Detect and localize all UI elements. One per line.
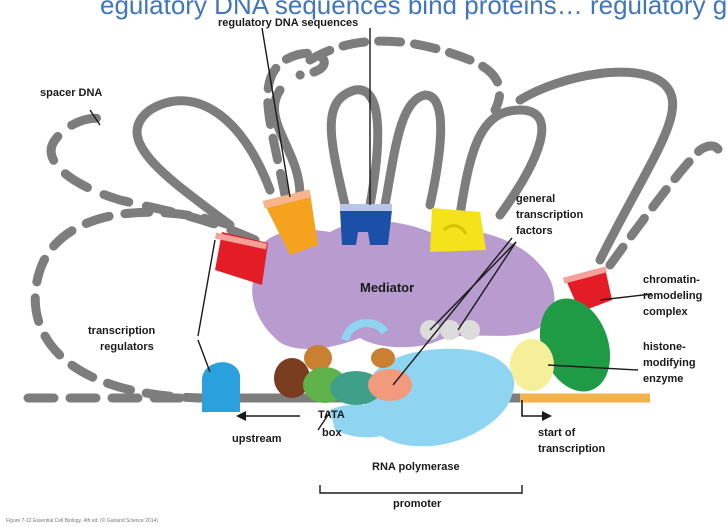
label-histone-2: modifying (643, 357, 696, 369)
label-start-2: transcription (538, 443, 606, 455)
label-chromatin-2: remodeling (643, 290, 702, 302)
start-arrow (522, 400, 552, 421)
label-tata-1: TATA (318, 409, 345, 421)
label-chromatin-3: complex (643, 306, 689, 318)
label-gtf-3: factors (516, 225, 553, 237)
label-rna-polymerase: RNA polymerase (372, 461, 460, 473)
label-promoter: promoter (393, 498, 442, 510)
title-partial: egulatory DNA sequences bind proteins… r… (100, 0, 727, 20)
mediator-label: Mediator (360, 280, 414, 295)
label-histone-1: histone- (643, 341, 686, 353)
label-chromatin-1: chromatin- (643, 274, 700, 286)
loop-blue-right (385, 95, 441, 205)
loop-blue-left (331, 90, 377, 205)
label-regulatory-dna: regulatory DNA sequences (218, 17, 358, 29)
label-regulators-2: regulators (100, 341, 154, 353)
yellow-activator (430, 208, 486, 252)
histone-modifying-enzyme (510, 339, 554, 391)
left-outer-loop (35, 212, 230, 398)
label-histone-3: enzyme (643, 373, 683, 385)
copyright-text: Figure 7-12 Essential Cell Biology, 4th … (6, 517, 158, 524)
label-upstream: upstream (232, 433, 282, 445)
label-gtf-1: general (516, 193, 555, 205)
upstream-arrow (236, 411, 300, 421)
label-start-1: start of (538, 427, 576, 439)
label-spacer-dna: spacer DNA (40, 87, 102, 99)
dna-bound-regulator (202, 362, 240, 412)
label-tata-2: box (322, 427, 342, 439)
label-regulators-1: transcription (88, 325, 156, 337)
red-activator-left (215, 232, 268, 285)
label-gtf-2: transcription (516, 209, 584, 221)
